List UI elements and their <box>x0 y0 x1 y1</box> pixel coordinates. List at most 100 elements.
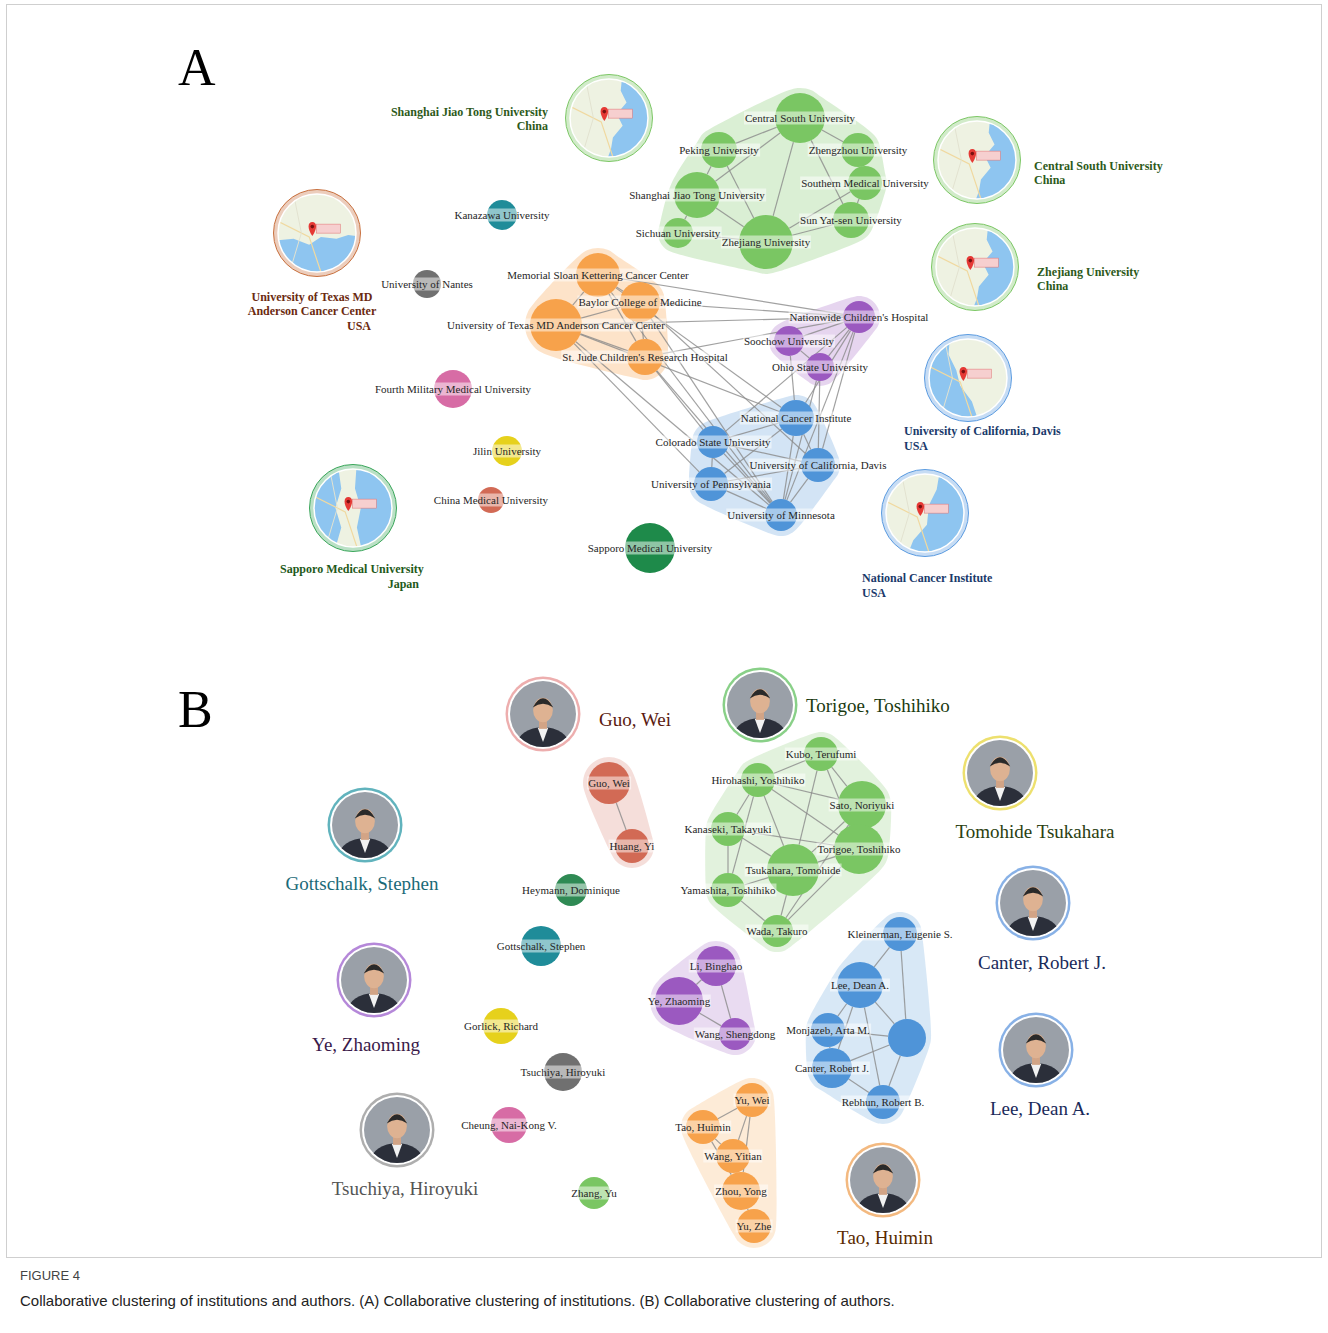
author-circle <box>888 1019 926 1057</box>
photo-ring <box>846 1143 921 1218</box>
author-photo-node: Ye, Zhaoming <box>336 942 412 1018</box>
node-label: Torigoe, Toshihiko <box>816 843 901 856</box>
network-node: Gottschalk, Stephen <box>521 926 561 966</box>
node-label: Wada, Takuro <box>745 925 808 938</box>
map-border <box>929 339 1007 417</box>
photo-background <box>998 1012 1074 1088</box>
network-node: Central South University <box>775 93 825 143</box>
node-label: Kubo, Terufumi <box>785 748 858 761</box>
figure-number: FIGURE 4 <box>20 1268 80 1284</box>
frame-border <box>7 5 1322 1258</box>
collab-link <box>773 142 793 216</box>
map-pin-tag <box>974 258 998 267</box>
node-label: Rebhun, Robert B. <box>841 1096 926 1109</box>
node-label: University of Minnesota <box>726 509 836 522</box>
network-node: Lee, Dean A. <box>837 962 883 1008</box>
author-photo-node: Lee, Dean A. <box>998 1012 1074 1088</box>
map-thumbnail <box>933 116 1021 204</box>
network-node: Huang, Yi <box>615 829 649 863</box>
photo-body <box>339 838 392 863</box>
map-pin <box>917 502 925 516</box>
photo-shirt <box>369 994 380 1008</box>
network-node: Fourth Military Medical University <box>434 370 472 408</box>
map-road <box>314 496 357 547</box>
collab-link <box>738 1116 746 1140</box>
collab-line <box>889 1056 900 1086</box>
collab-link <box>663 320 844 354</box>
network-node: Guo, Wei <box>588 762 630 804</box>
network-node: Tsuchiya, Hiroyuki <box>544 1053 582 1091</box>
network-node: Heymann, Dominique <box>555 874 587 906</box>
map-road <box>941 339 953 417</box>
author-name: Tomohide Tsukahara <box>956 821 1115 843</box>
map-node: National Cancer InstituteUSA <box>881 469 969 557</box>
network-node: Wada, Takuro <box>761 915 793 947</box>
network-node: Li, Binghao <box>696 946 736 986</box>
author-photo-node: Gottschalk, Stephen <box>327 787 403 863</box>
network-node: Canter, Robert J. <box>812 1048 852 1088</box>
network-node: Wang, Shengdong <box>719 1018 751 1050</box>
collab-link <box>791 479 808 502</box>
map-pin-dot <box>919 505 923 509</box>
map-thumbnail <box>565 74 653 162</box>
map-road <box>278 221 321 272</box>
node-label: Southern Medical University <box>800 177 930 190</box>
collab-link <box>785 381 816 500</box>
network-node: Ohio State University <box>806 353 834 381</box>
map-road <box>290 194 302 272</box>
node-label: Zhengzhou University <box>808 144 909 157</box>
map-label: Sapporo Medical University <box>280 562 424 576</box>
author-name: Ye, Zhaoming <box>312 1034 420 1056</box>
node-label: Gottschalk, Stephen <box>496 940 587 953</box>
map-node: Zhejiang UniversityChina <box>931 223 1019 311</box>
node-label: Sapporo Medical University <box>587 542 714 555</box>
map-border <box>938 121 1016 199</box>
map-road <box>938 148 981 199</box>
network-node: Yamashita, Toshihiko <box>711 873 745 907</box>
photo-ring <box>723 668 798 743</box>
author-photo <box>505 676 581 752</box>
map-node: Shanghai Jiao Tong UniversityChina <box>565 74 653 162</box>
network-node: Wang, Yitian <box>716 1139 750 1173</box>
map-pin <box>967 256 975 270</box>
photo-body <box>348 993 401 1018</box>
photo-ring <box>963 736 1038 811</box>
node-label: Yu, Wei <box>734 1094 771 1107</box>
map-pin-tag <box>976 151 1000 160</box>
network-node: Kanazawa University <box>487 200 517 230</box>
network-node: Southern Medical University <box>848 166 882 200</box>
photo-head <box>533 698 553 722</box>
map-road <box>929 366 972 417</box>
author-photo <box>995 865 1071 941</box>
node-label: Memorial Sloan Kettering Cancer Center <box>506 269 689 282</box>
map-road <box>326 469 338 547</box>
network-node: Zhengzhou University <box>841 133 875 167</box>
collab-link <box>849 1079 869 1092</box>
map-node: Central South UniversityChina <box>933 116 1021 204</box>
map-road <box>570 106 613 157</box>
node-label: Tsukahara, Tomohide <box>745 864 842 877</box>
photo-shirt <box>538 728 549 742</box>
map-label: National Cancer Institute <box>862 571 992 585</box>
author-photo <box>336 942 412 1018</box>
photo-shirt <box>1031 1064 1042 1078</box>
map-label: China <box>1037 279 1068 293</box>
map-thumbnail <box>881 469 969 557</box>
photo-shirt <box>755 719 766 733</box>
map-label: University of California, Davis <box>904 424 1061 438</box>
map-road <box>898 474 910 552</box>
author-photo-node: Canter, Robert J. <box>995 865 1071 941</box>
panel-letter: B <box>178 680 213 740</box>
photo-ring <box>328 788 403 863</box>
photo-head <box>1026 1034 1046 1058</box>
map-pin <box>309 222 317 236</box>
photo-body <box>974 786 1027 811</box>
node-label: Fourth Military Medical University <box>374 383 532 396</box>
network-node: Kubo, Terufumi <box>804 737 838 771</box>
map-label: China <box>1034 173 1065 187</box>
node-label: Tsuchiya, Hiroyuki <box>520 1066 607 1079</box>
node-label: Central South University <box>744 112 856 125</box>
network-node: Sapporo Medical University <box>625 523 675 573</box>
map-pin-tag <box>316 224 340 233</box>
network-node: Sato, Noriyuki <box>838 781 886 829</box>
